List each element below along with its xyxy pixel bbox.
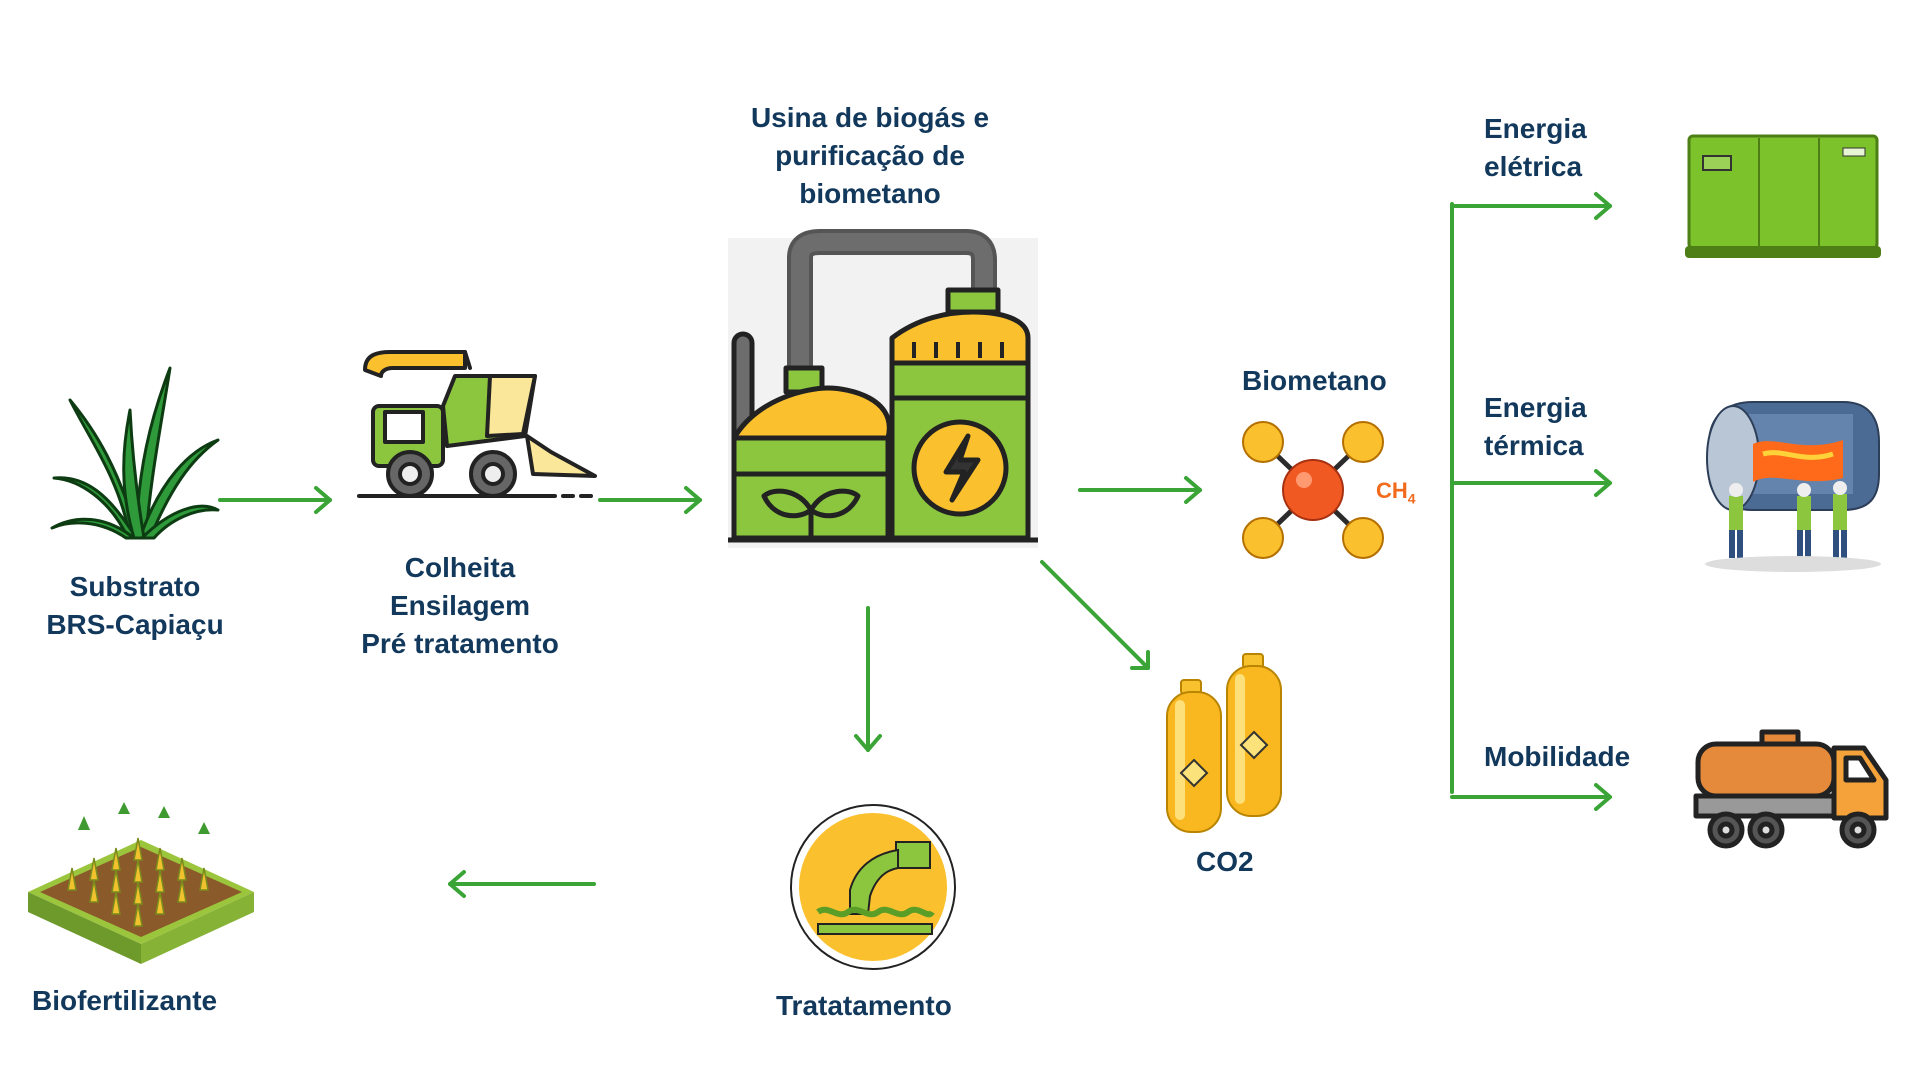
crop-field-icon: [28, 802, 254, 964]
arrow-treatment-to-biofertilizer: [448, 870, 596, 898]
methane-formula-main: CH: [1376, 478, 1408, 503]
node-label-biofertilizer: Biofertilizante: [32, 985, 218, 1016]
tanker-truck-icon: [1693, 729, 1889, 849]
node-label-mobility: Mobilidade: [1484, 741, 1631, 772]
gas-cylinders-icon: [1166, 653, 1282, 833]
methane-formula-subscript: 4: [1407, 490, 1416, 507]
node-label-substrate: Substrato BRS-Capiaçu: [46, 571, 224, 640]
methane-molecule-icon: [1242, 421, 1384, 559]
arrow-to-mobility: [1450, 783, 1612, 811]
node-label-plant: Usina de biogás e purificação de biometa…: [750, 102, 990, 209]
generator-icon: [1685, 134, 1881, 258]
arrow-plant-to-biomethane: [1078, 476, 1202, 504]
methane-formula: CH4: [1376, 478, 1416, 506]
industrial-boiler-icon: [1705, 401, 1881, 572]
grass-plant-icon: [50, 366, 220, 540]
arrow-plant-to-treatment: [854, 606, 882, 752]
arrow-substrate-to-harvest: [218, 486, 332, 514]
node-label-thermal: Energia térmica: [1484, 392, 1587, 461]
node-label-treatment: Tratatamento: [776, 990, 952, 1021]
biogas-plant-icon: [728, 229, 1038, 548]
forage-harvester-icon: [357, 350, 597, 498]
node-label-harvest: Colheita Ensilagem Pré tratamento: [361, 552, 559, 659]
wastewater-treatment-icon: [790, 804, 956, 970]
node-label-co2: CO2: [1196, 846, 1254, 877]
node-label-electric: Energia elétrica: [1484, 113, 1587, 182]
arrow-to-thermal: [1450, 469, 1612, 497]
arrow-plant-to-co2: [1040, 560, 1150, 670]
arrow-harvest-to-plant: [598, 486, 702, 514]
arrow-to-electric: [1450, 192, 1612, 220]
node-label-biomethane: Biometano: [1242, 365, 1387, 396]
